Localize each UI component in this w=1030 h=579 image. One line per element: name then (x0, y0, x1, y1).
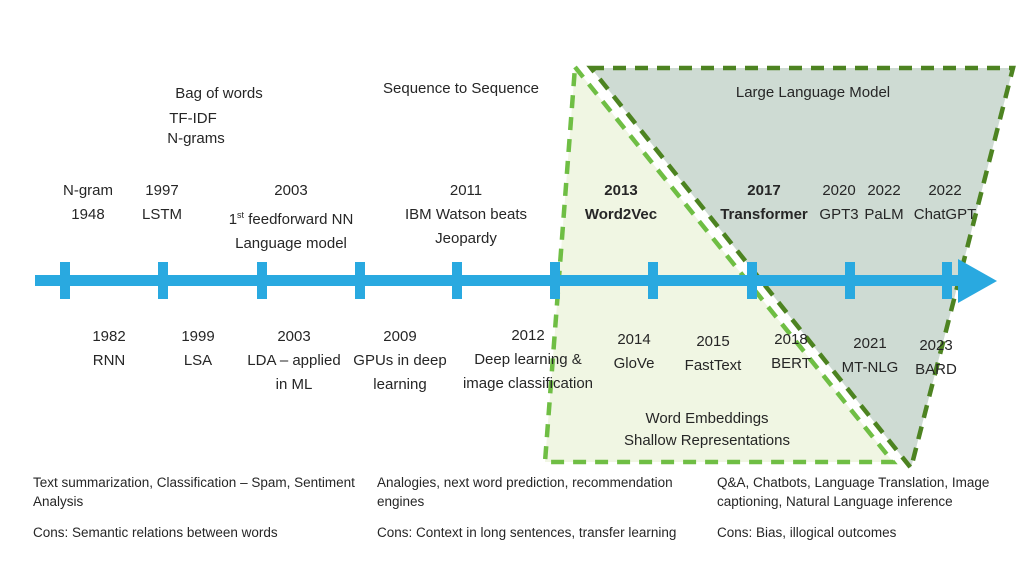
event-line: 2018 (774, 331, 808, 348)
timeline-tick (158, 262, 168, 299)
footnote-uses: Analogies, next word prediction, recomme… (377, 475, 673, 509)
event-line: 2003 (277, 328, 311, 345)
label-tfidf: TF-IDF (169, 110, 217, 127)
event-line: 1948 (71, 206, 105, 223)
event-line: GPUs in deep (353, 352, 447, 369)
event-line: in ML (275, 376, 313, 393)
event-line: FastText (684, 357, 742, 374)
event-line: ChatGPT (913, 206, 977, 223)
event-line: 2021 (853, 335, 887, 352)
event-line: 2014 (617, 331, 651, 348)
word-embeddings-triangle (542, 61, 898, 465)
event-line: learning (373, 376, 427, 393)
event-line: 2003 (274, 182, 308, 199)
footnote-cons: Cons: Bias, illogical outcomes (717, 525, 897, 540)
event-line: 1999 (181, 328, 215, 345)
label-word-embeddings: Word Embeddings (645, 410, 769, 427)
event-line: BERT (771, 355, 811, 372)
timeline-event: 2003 1st feedforward NN Language model (229, 179, 354, 256)
event-line: Transformer (720, 206, 808, 223)
timeline-arrowhead-icon (958, 259, 997, 303)
timeline-tick (747, 262, 757, 299)
event-line: N-gram (62, 182, 114, 199)
event-line: GloVe (613, 355, 655, 372)
event-line: Jeopardy (435, 230, 497, 247)
label-bag-of-words: Bag of words (175, 85, 263, 102)
event-line: 2022 (928, 182, 962, 199)
event-line: LDA – applied (247, 352, 341, 369)
event-line: PaLM (864, 206, 904, 223)
timeline-tick (648, 262, 658, 299)
event-line: BARD (915, 361, 957, 378)
event-line: 2015 (696, 333, 730, 350)
label-ngrams: N-grams (167, 130, 225, 147)
timeline-event: N-gram 1948 (63, 179, 113, 227)
event-line: Deep learning & (474, 351, 582, 368)
event-line: 2012 (511, 327, 545, 344)
event-line: LSA (183, 352, 213, 369)
timeline-tick (452, 262, 462, 299)
timeline-tick (845, 262, 855, 299)
footnote-cons: Cons: Context in long sentences, transfe… (377, 525, 677, 540)
event-line: Word2Vec (584, 206, 658, 223)
footnote-classical-nlp: Text summarization, Classification – Spa… (33, 473, 363, 542)
footnote-llm: Q&A, Chatbots, Language Translation, Ima… (717, 473, 1017, 542)
timeline-arrow (35, 275, 960, 286)
event-line: 2020 (822, 182, 856, 199)
event-line: 1st feedforward NN (228, 210, 354, 228)
event-line: 1982 (92, 328, 126, 345)
label-seq2seq: Sequence to Sequence (383, 80, 539, 97)
event-line: 2013 (604, 182, 638, 199)
timeline-tick (257, 262, 267, 299)
label-llm: Large Language Model (735, 84, 891, 101)
footnote-word-embeddings: Analogies, next word prediction, recomme… (377, 473, 697, 542)
event-line: Language model (235, 235, 347, 252)
event-line: IBM Watson beats (405, 206, 527, 223)
event-line: 2023 (919, 337, 953, 354)
event-line: 2022 (867, 182, 901, 199)
timeline-tick (550, 262, 560, 299)
event-line: 2009 (383, 328, 417, 345)
event-line: 2017 (747, 182, 781, 199)
event-line: image classification (462, 375, 594, 392)
timeline-tick (60, 262, 70, 299)
event-line: RNN (92, 352, 126, 369)
footnote-uses: Q&A, Chatbots, Language Translation, Ima… (717, 475, 990, 509)
timeline-tick (942, 262, 952, 299)
footnote-uses: Text summarization, Classification – Spa… (33, 475, 355, 509)
footnote-cons: Cons: Semantic relations between words (33, 525, 278, 540)
event-line: MT-NLG (841, 359, 899, 376)
event-line: LSTM (141, 206, 183, 223)
event-line: GPT3 (819, 206, 859, 223)
event-line: 2011 (449, 182, 483, 199)
event-line: 1997 (145, 182, 179, 199)
label-shallow-representations: Shallow Representations (624, 432, 790, 449)
timeline-tick (355, 262, 365, 299)
